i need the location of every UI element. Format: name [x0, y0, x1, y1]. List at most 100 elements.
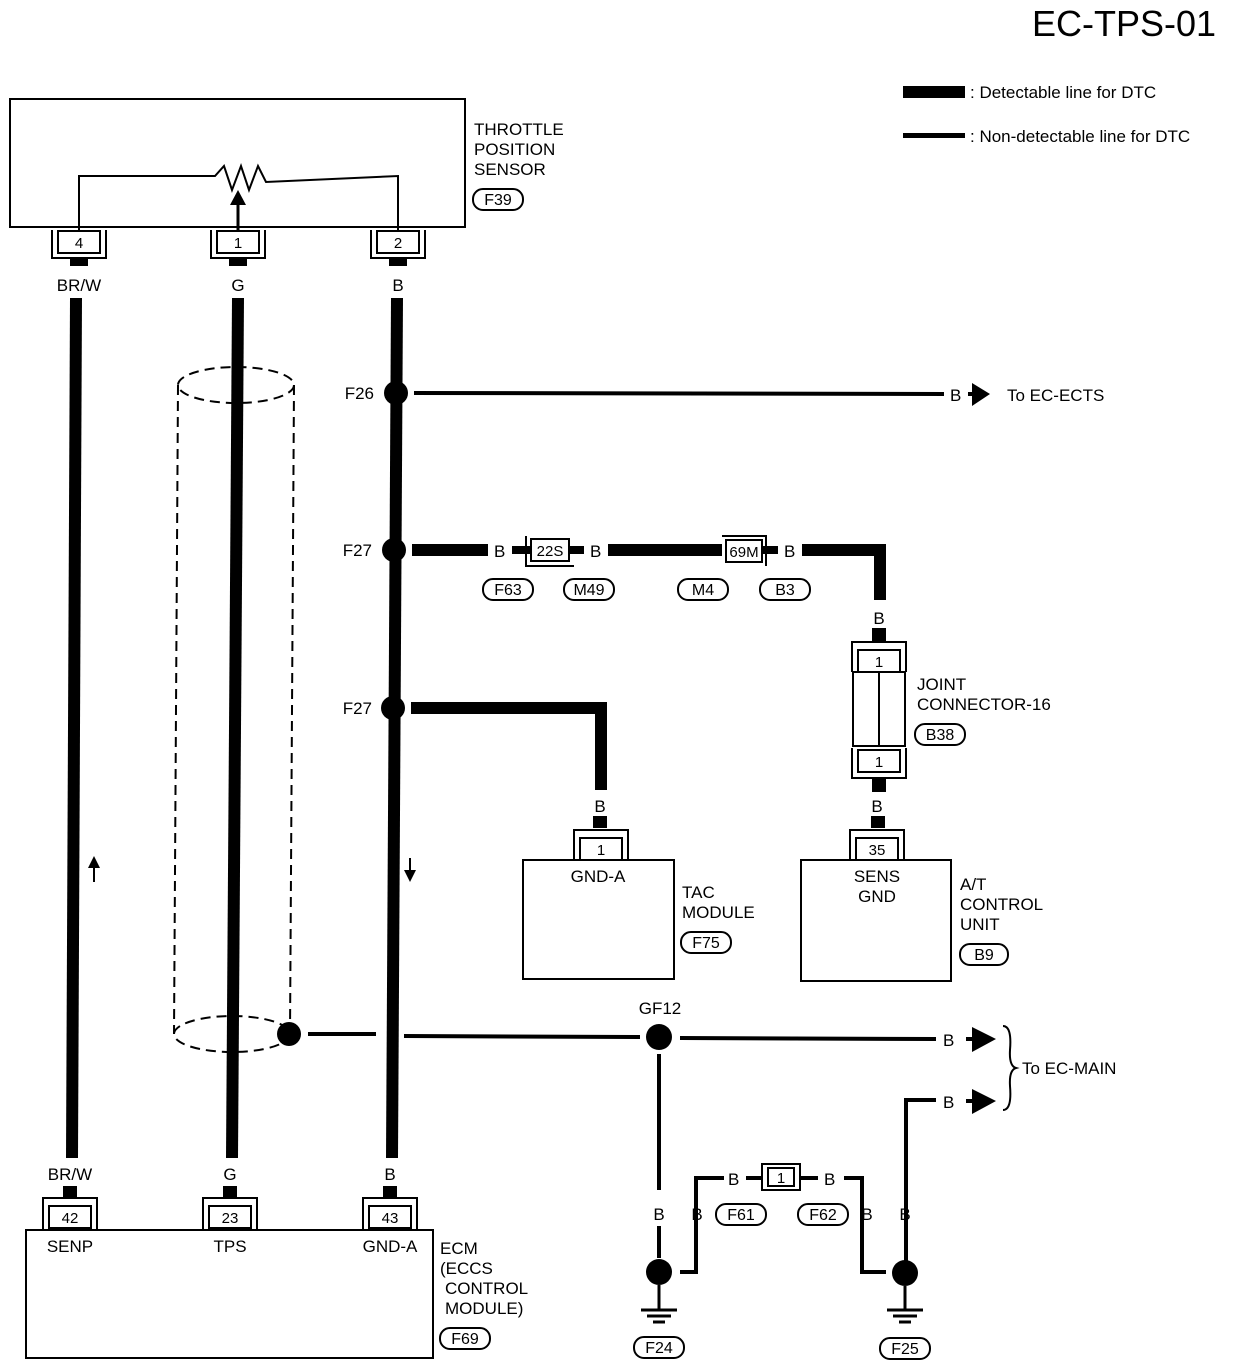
joint-gf12-label: GF12: [639, 999, 682, 1018]
branch-wire-b-4: B: [873, 609, 884, 628]
wire-brw: [66, 297, 82, 1159]
ecm-pin-23: 23: [222, 1210, 239, 1227]
at-pin-35: 35: [869, 842, 886, 859]
branch-wire-b-3: B: [784, 542, 795, 561]
arrow-right-icon: [972, 1027, 996, 1052]
shield-ground-line: GF12 B: [277, 999, 996, 1190]
arrow-right-icon: [972, 383, 990, 406]
gc-wire-left: B: [728, 1170, 739, 1189]
joint-pin-top: 1: [875, 654, 883, 671]
joint-f27-lower-label: F27: [343, 699, 372, 718]
joint-f26: [384, 381, 408, 405]
at-connector-tag: B9: [974, 947, 994, 964]
tag-f62: F62: [809, 1207, 837, 1224]
joint-f27-upper: [382, 538, 406, 562]
tps-wire-b: B: [392, 276, 403, 295]
to-ec-main-label: To EC-MAIN: [1022, 1059, 1116, 1078]
ecm-terminal-senp: SENP: [47, 1237, 93, 1256]
ecm-name-line1: ECM: [440, 1239, 478, 1258]
tac-terminal: GND-A: [571, 867, 626, 886]
to-ec-main-wire1: B: [943, 1031, 954, 1050]
tps-wire-g: G: [231, 276, 244, 295]
tps-pins: 4 1 2 BR/W G B: [51, 230, 426, 295]
joint-connector-16: 1 1 JOINT CONNECTOR-16 B38: [851, 641, 1051, 792]
gc-wire-right: B: [824, 1170, 835, 1189]
connector-22s: 22S: [537, 543, 564, 560]
potentiometer-symbol: [78, 163, 399, 232]
ecm-terminal-tps: TPS: [213, 1237, 246, 1256]
tps-pin-2: 2: [394, 235, 402, 252]
tac-pin-1: 1: [597, 842, 605, 859]
at-control-unit: B 35 SENS GND A/T CONTROL UNIT B9: [800, 797, 1043, 982]
at-wire-b: B: [871, 797, 882, 816]
ground-joint-left: [646, 1259, 672, 1285]
connector-69m: 69M: [729, 544, 758, 561]
ecm-name-line2: (ECCS: [440, 1259, 493, 1278]
tac-name-line2: MODULE: [682, 903, 755, 922]
ground-connector: B 1 B F61 F62: [680, 1163, 886, 1274]
ecm-pin-42: 42: [62, 1210, 79, 1227]
tag-m4: M4: [692, 582, 714, 599]
branch-wire-b-1: B: [494, 542, 505, 561]
ecm-name-line3: CONTROL: [445, 1279, 528, 1298]
joint-f27-upper-label: F27: [343, 541, 372, 560]
grounds: B B F24 B B F25: [633, 1205, 931, 1360]
ecm-pin-43: 43: [382, 1210, 399, 1227]
up-arrow-icon: [88, 856, 100, 868]
legend-nondetectable-swatch: [903, 133, 965, 138]
ecm-wire-b: B: [384, 1165, 395, 1184]
throttle-position-sensor: THROTTLE POSITION SENSOR F39: [9, 98, 564, 232]
ecm-name-line4: MODULE): [445, 1299, 523, 1318]
main-wires: [66, 297, 416, 1159]
at-terminal-line1: SENS: [854, 867, 900, 886]
at-ground-branch: B 22S B 69M B F63 M49 M4 B3 B: [412, 535, 886, 642]
tag-f24: F24: [645, 1340, 673, 1357]
tag-f63: F63: [494, 582, 522, 599]
gc-pin-1: 1: [777, 1170, 785, 1187]
legend-detectable-swatch: [903, 86, 965, 98]
tps-name-line1: THROTTLE: [474, 120, 564, 139]
ecm: BR/W G B 42 23 43 SENP TPS GND-A ECM (EC…: [25, 1165, 528, 1359]
tag-b3: B3: [775, 582, 795, 599]
legend-nondetectable-label: : Non-detectable line for DTC: [970, 127, 1190, 146]
at-terminal-line2: GND: [858, 887, 896, 906]
to-ec-ects: B To EC-ECTS: [413, 383, 1104, 406]
joint-gf12: [646, 1024, 672, 1050]
down-arrow-icon: [404, 870, 416, 882]
tag-m49: M49: [573, 582, 604, 599]
wire-g: [226, 297, 244, 1159]
tac-name-line1: TAC: [682, 883, 715, 902]
ground-right-wire-2: B: [899, 1205, 910, 1224]
joint-pin-bottom: 1: [875, 754, 883, 771]
tps-name-line3: SENSOR: [474, 160, 546, 179]
page-title: EC-TPS-01: [1032, 3, 1216, 44]
wiper-arrow-icon: [230, 190, 246, 205]
ecm-connector-tag: F69: [451, 1331, 479, 1348]
to-ec-ects-label: To EC-ECTS: [1007, 386, 1104, 405]
tps-wire-brw: BR/W: [57, 276, 101, 295]
at-name-line2: CONTROL: [960, 895, 1043, 914]
ecm-wire-g: G: [223, 1165, 236, 1184]
tps-name-line2: POSITION: [474, 140, 555, 159]
legend-detectable-label: : Detectable line for DTC: [970, 83, 1156, 102]
ground-joint-right: [892, 1260, 918, 1286]
joint-connector-line1: JOINT: [917, 675, 966, 694]
tps-connector-tag: F39: [484, 192, 512, 209]
tac-connector-tag: F75: [692, 935, 720, 952]
branch-wire-b-2: B: [590, 542, 601, 561]
arrow-right-icon: [972, 1089, 996, 1114]
tac-wire-b: B: [594, 797, 605, 816]
to-ec-ects-wire: B: [950, 386, 961, 405]
tag-f25: F25: [891, 1341, 919, 1358]
wire-b: [386, 297, 403, 1159]
brace-icon: [1002, 1025, 1020, 1111]
legend: : Detectable line for DTC : Non-detectab…: [903, 83, 1190, 146]
ecm-wire-brw: BR/W: [48, 1165, 92, 1184]
joint-connector-tag: B38: [926, 727, 955, 744]
tps-pin-1: 1: [234, 235, 242, 252]
ecm-terminal-gnda: GND-A: [363, 1237, 418, 1256]
joint-connector-line2: CONNECTOR-16: [917, 695, 1051, 714]
tac-module: B 1 GND-A TAC MODULE F75: [411, 702, 755, 980]
joint-f26-label: F26: [345, 384, 374, 403]
